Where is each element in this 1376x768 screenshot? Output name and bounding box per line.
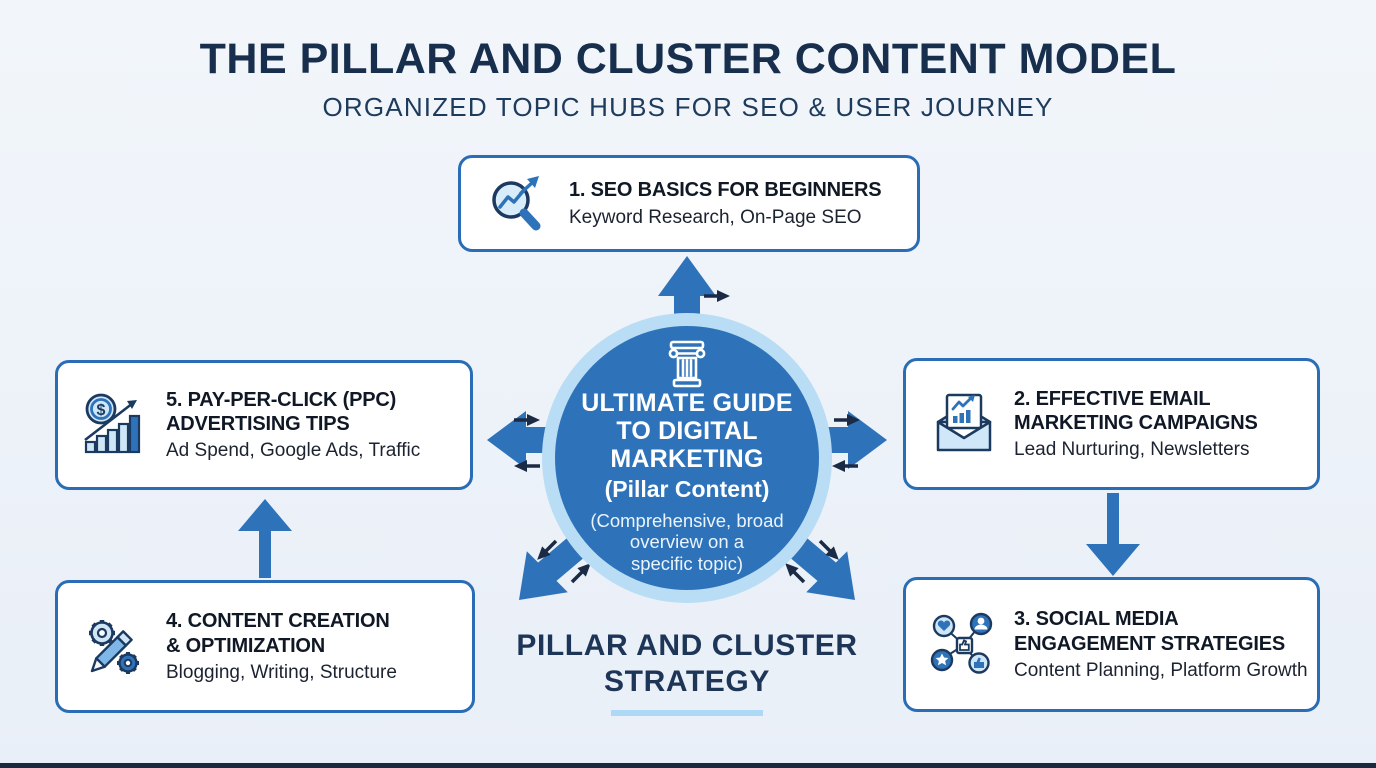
connector-arrow-box4-to-box5-icon	[238, 499, 292, 578]
cluster-title: & OPTIMIZATION	[166, 634, 326, 657]
small-arrow-up-right-bl-icon	[570, 563, 591, 584]
ppc-coin-chart-icon: $	[74, 389, 158, 461]
cluster-subtitle: Ad Spend, Google Ads, Traffic	[166, 440, 421, 462]
email-envelope-icon	[922, 388, 1006, 460]
hub-title-line: TO DIGITAL	[616, 417, 758, 445]
cluster-title: 2. EFFECTIVE EMAIL	[1014, 387, 1211, 410]
cluster-subtitle: Lead Nurturing, Newsletters	[1014, 439, 1250, 461]
cluster-title: 1. SEO BASICS FOR BEGINNERS	[569, 179, 882, 202]
pillar-hub-circle: ULTIMATE GUIDE TO DIGITAL MARKETING (Pil…	[555, 326, 819, 590]
cluster-subtitle: Keyword Research, On-Page SEO	[569, 206, 862, 228]
cluster-subtitle: Content Planning, Platform Growth	[1014, 659, 1308, 681]
pencil-gears-icon	[74, 611, 158, 683]
social-network-icon	[922, 609, 1006, 681]
hub-title-line: ULTIMATE GUIDE	[581, 389, 793, 417]
cluster-title: 4. CONTENT CREATION	[166, 610, 390, 633]
cluster-box-ppc-advertising: $ 5. PAY-PER-CLICK (PPC) ADVERTISING TIP…	[55, 360, 473, 490]
pillar-column-icon	[668, 340, 706, 388]
hub-description: (Comprehensive, broad overview on a spec…	[590, 510, 784, 574]
cluster-title: 3. SOCIAL MEDIA	[1014, 608, 1179, 631]
strategy-caption: PILLAR AND CLUSTER STRATEGY	[472, 628, 902, 716]
cluster-title: ENGAGEMENT STRATEGIES	[1014, 632, 1286, 655]
page-subtitle: ORGANIZED TOPIC HUBS FOR SEO & USER JOUR…	[322, 92, 1054, 123]
seo-magnifier-icon	[477, 168, 561, 240]
cluster-title: ADVERTISING TIPS	[166, 413, 350, 435]
cluster-subtitle: Blogging, Writing, Structure	[166, 661, 397, 683]
cluster-box-content-creation: 4. CONTENT CREATION & OPTIMIZATION Blogg…	[55, 580, 475, 713]
cluster-title: MARKETING CAMPAIGNS	[1014, 412, 1258, 434]
strategy-caption-text: PILLAR AND CLUSTER STRATEGY	[516, 629, 858, 698]
small-arrow-down-right-icon	[818, 539, 839, 560]
hub-title-line: MARKETING	[610, 445, 764, 473]
page-title: THE PILLAR AND CLUSTER CONTENT MODEL	[199, 35, 1177, 83]
bottom-border-bar	[0, 763, 1376, 768]
svg-text:$: $	[97, 402, 106, 419]
small-arrow-up-left-br-icon	[785, 563, 806, 584]
connector-arrow-box2-to-box3-icon	[1086, 493, 1140, 576]
cluster-box-email-marketing: 2. EFFECTIVE EMAIL MARKETING CAMPAIGNS L…	[903, 358, 1320, 490]
cluster-title: 5. PAY-PER-CLICK (PPC)	[166, 388, 397, 411]
caption-underline	[611, 710, 763, 716]
hub-pillar-content-label: (Pillar Content)	[604, 476, 770, 502]
small-arrow-down-left-icon	[537, 539, 558, 560]
cluster-box-social-media: 3. SOCIAL MEDIA ENGAGEMENT STRATEGIES Co…	[903, 577, 1320, 712]
cluster-box-seo-basics: 1. SEO BASICS FOR BEGINNERS Keyword Rese…	[458, 155, 920, 252]
header: THE PILLAR AND CLUSTER CONTENT MODEL ORG…	[0, 35, 1376, 123]
